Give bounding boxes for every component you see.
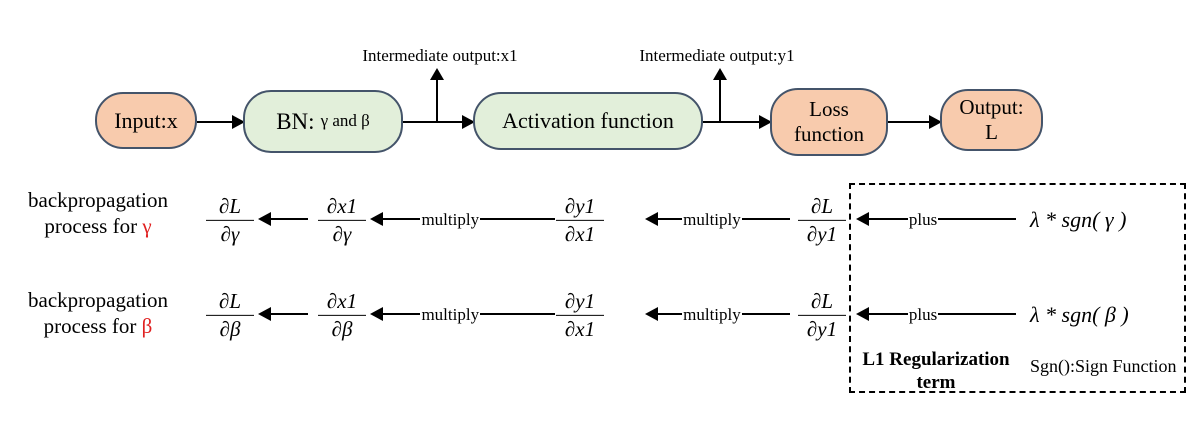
- fraction-dy1-dx1-row2: ∂y1 ∂x1: [556, 289, 604, 341]
- multiply-label: multiply: [421, 304, 480, 324]
- arrowhead-left-icon: [258, 307, 271, 321]
- multiply-label: multiply: [683, 209, 741, 229]
- arrow-bn-to-activation: [403, 115, 475, 129]
- arrow-activation-to-loss: [703, 115, 772, 129]
- node-activation: Activation function: [473, 92, 703, 150]
- fraction-dL-dgamma: ∂L ∂γ: [206, 194, 254, 246]
- node-input: Input:x: [95, 92, 197, 149]
- backprop-title-beta-line1: backpropagation: [28, 288, 168, 312]
- l1-regularization-box: [849, 183, 1186, 393]
- multiply-label: multiply: [421, 209, 480, 229]
- arrow-row2-plus: plus: [856, 304, 1016, 324]
- fraction-dx1-dbeta: ∂x1 ∂β: [318, 289, 366, 341]
- multiply-label: multiply: [683, 304, 741, 324]
- arrowhead-left-icon: [645, 307, 658, 321]
- param-gamma: γ: [142, 214, 152, 239]
- fraction-dx1-dgamma: ∂x1 ∂γ: [318, 194, 366, 246]
- arrow-row1-multiply-2: multiply: [645, 209, 790, 229]
- fraction-dL-dbeta: ∂L ∂β: [206, 289, 254, 341]
- node-bn-label: BN:: [276, 108, 315, 134]
- branch-arrow-x1-icon: [430, 68, 444, 122]
- backprop-title-gamma: backpropagation process for γ: [8, 187, 188, 239]
- arrowhead-left-icon: [856, 212, 869, 226]
- branch-arrow-y1-icon: [713, 68, 727, 122]
- node-output-label-line2: L: [985, 120, 998, 144]
- fraction-dL-dy1-row2: ∂L ∂y1: [798, 289, 846, 341]
- arrow-row1-plus: plus: [856, 209, 1016, 229]
- l1-regularization-title: L1 Regularization term: [852, 349, 1020, 395]
- backprop-title-beta-line2: process for β: [43, 314, 153, 339]
- fraction-dL-dy1-row1: ∂L ∂y1: [798, 194, 846, 246]
- l1-title-line2: term: [916, 371, 956, 393]
- node-input-label: Input:x: [114, 107, 178, 133]
- arrowhead-left-icon: [258, 212, 271, 226]
- param-beta: β: [141, 314, 153, 339]
- backprop-title-gamma-line2: process for γ: [44, 214, 152, 239]
- node-output-label-line1: Output:: [959, 95, 1024, 120]
- fraction-dy1-dx1-row1: ∂y1 ∂x1: [556, 194, 604, 246]
- node-loss: Loss function: [770, 88, 888, 156]
- arrow-row2-1: [258, 304, 308, 324]
- backprop-title-beta: backpropagation process for β: [8, 287, 188, 339]
- arrow-row2-multiply-2: multiply: [645, 304, 790, 324]
- arrowhead-left-icon: [370, 212, 383, 226]
- node-activation-label: Activation function: [502, 108, 674, 134]
- arrowhead-left-icon: [370, 307, 383, 321]
- sign-function-note: Sgn():Sign Function: [1030, 356, 1177, 376]
- node-output: Output: L: [940, 89, 1043, 151]
- arrowhead-left-icon: [856, 307, 869, 321]
- reg-term-beta: λ * sgn( β ): [1030, 302, 1129, 327]
- arrow-row1-multiply-1: multiply: [370, 209, 555, 229]
- intermediate-output-x1-label: Intermediate output:x1: [362, 46, 518, 65]
- arrow-row2-multiply-1: multiply: [370, 304, 555, 324]
- node-bn: BN: γ and β: [243, 90, 403, 153]
- node-loss-label-line2: function: [794, 122, 864, 146]
- arrow-row1-1: [258, 209, 308, 229]
- node-loss-label-line1: Loss: [809, 97, 849, 122]
- plus-label: plus: [908, 209, 938, 229]
- arrow-loss-to-output: [888, 115, 942, 129]
- node-bn-sublabel: γ and β: [320, 111, 370, 131]
- l1-title-line1: L1 Regularization: [862, 349, 1010, 370]
- intermediate-output-y1-label: Intermediate output:y1: [639, 46, 795, 65]
- reg-term-gamma: λ * sgn( γ ): [1030, 207, 1127, 232]
- arrowhead-left-icon: [645, 212, 658, 226]
- backprop-title-gamma-line1: backpropagation: [28, 188, 168, 212]
- arrow-input-to-bn: [197, 115, 245, 129]
- plus-label: plus: [908, 304, 938, 324]
